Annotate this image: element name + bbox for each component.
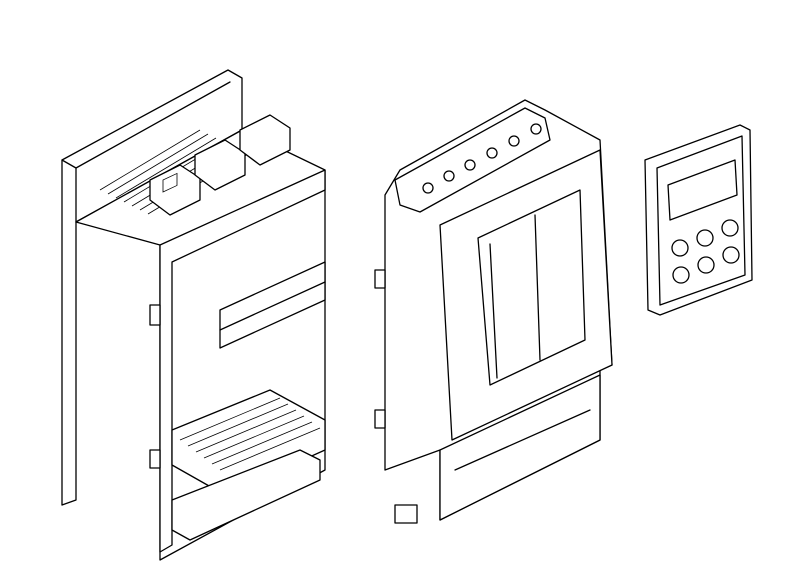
keypad-buttons [671, 219, 740, 284]
terminal-screws [422, 123, 542, 194]
keypad-button[interactable] [671, 239, 689, 257]
side-clip [374, 269, 386, 289]
side-clip [374, 409, 386, 429]
side-clip [149, 449, 161, 469]
foot [394, 504, 418, 524]
housing-front-frame [159, 169, 326, 553]
drive-unit [374, 99, 613, 524]
keypad-module [644, 124, 753, 316]
keypad-button[interactable] [721, 219, 739, 237]
cooling-fins-bottom [171, 389, 326, 496]
keypad-button[interactable] [697, 256, 715, 274]
keypad-button[interactable] [672, 266, 690, 284]
terminal-cover-1 [149, 164, 201, 216]
lower-section [439, 374, 601, 521]
terminal-cover-2 [194, 139, 246, 191]
keypad-display [667, 159, 738, 221]
mounting-housing [61, 69, 326, 561]
terminal-cover-3 [239, 114, 291, 166]
keypad-button[interactable] [722, 246, 740, 264]
keypad-button[interactable] [696, 229, 714, 247]
middle-rail [219, 261, 326, 349]
display-window [477, 189, 586, 386]
bottom-terminal-block [171, 449, 321, 541]
side-clip [149, 304, 161, 326]
